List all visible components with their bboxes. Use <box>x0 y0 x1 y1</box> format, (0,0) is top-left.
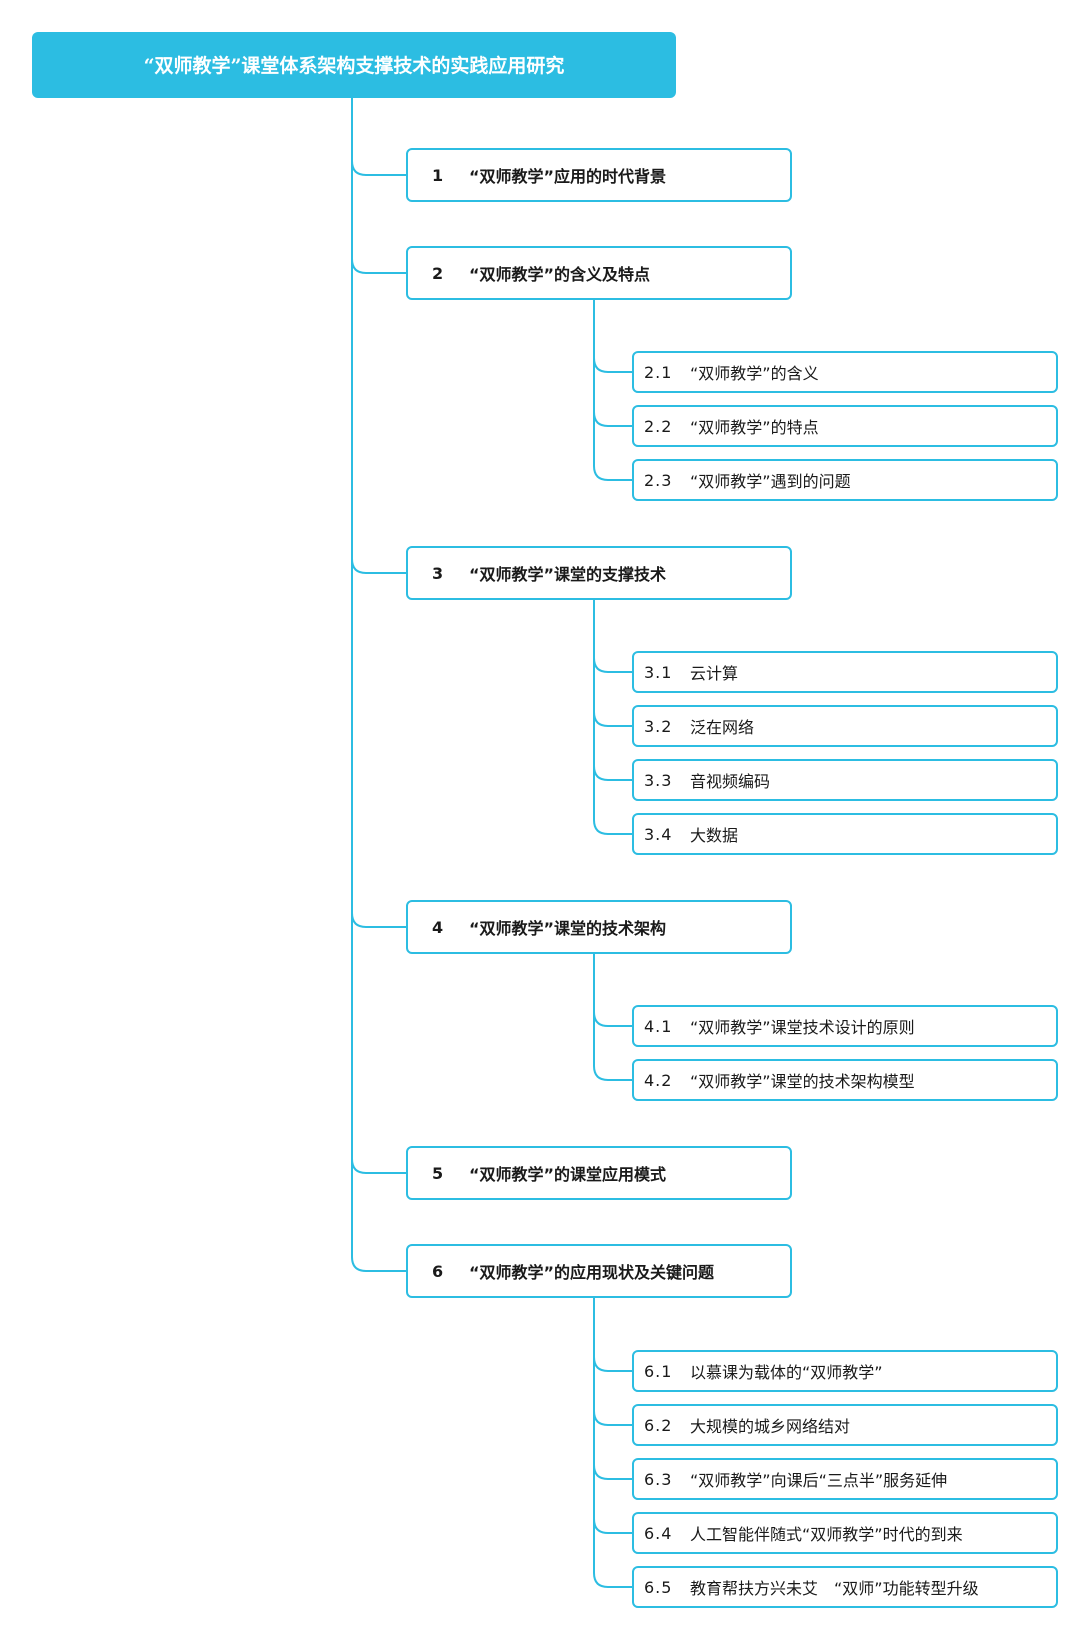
connector-subsection-6.3 <box>593 1298 632 1480</box>
topic-label: “双师教学”课堂技术设计的原则 <box>690 1018 915 1037</box>
topic-number: 6.5 <box>644 1577 673 1597</box>
topic-number: 6.1 <box>644 1361 673 1381</box>
topic-label: 以慕课为载体的“双师教学” <box>690 1363 883 1382</box>
section-3[interactable]: 3 “双师教学”课堂的支撑技术 <box>406 546 792 600</box>
subsection-6.4[interactable]: 6.4 人工智能伴随式“双师教学”时代的到来 <box>632 1512 1058 1554</box>
topic-number: 3.3 <box>644 770 673 790</box>
subsection-2.1[interactable]: 2.1 “双师教学”的含义 <box>632 351 1058 393</box>
subsection-4.1[interactable]: 4.1 “双师教学”课堂技术设计的原则 <box>632 1005 1058 1047</box>
section-6[interactable]: 6 “双师教学”的应用现状及关键问题 <box>406 1244 792 1298</box>
section-5[interactable]: 5 “双师教学”的课堂应用模式 <box>406 1146 792 1200</box>
connector-section-5 <box>351 98 406 1174</box>
subsection-3.1[interactable]: 3.1 云计算 <box>632 651 1058 693</box>
topic-number: 2.3 <box>644 470 673 490</box>
topic-label: “双师教学”应用的时代背景 <box>469 167 667 186</box>
connector-subsection-6.5 <box>593 1298 632 1588</box>
root-title: “双师教学”课堂体系架构支撑技术的实践应用研究 <box>143 54 565 77</box>
topic-label: “双师教学”的课堂应用模式 <box>469 1165 667 1184</box>
topic-number: 5 <box>432 1163 444 1183</box>
connector-subsection-2.3 <box>593 300 632 481</box>
topic-label: 人工智能伴随式“双师教学”时代的到来 <box>690 1525 963 1544</box>
topic-label: “双师教学”的特点 <box>690 418 819 437</box>
topic-number: 2 <box>432 263 444 283</box>
connector-subsection-6.2 <box>593 1298 632 1426</box>
topic-number: 2.2 <box>644 416 673 436</box>
topic-number: 4.1 <box>644 1016 673 1036</box>
topic-label: 大数据 <box>690 826 739 845</box>
topic-label: “双师教学”的含义 <box>690 364 819 383</box>
topic-number: 3.2 <box>644 716 673 736</box>
topic-label: “双师教学”课堂的技术架构模型 <box>690 1072 915 1091</box>
connector-subsection-4.1 <box>593 954 632 1027</box>
topic-label: 泛在网络 <box>690 718 755 737</box>
connector-subsection-3.1 <box>593 600 632 673</box>
subsection-4.2[interactable]: 4.2 “双师教学”课堂的技术架构模型 <box>632 1059 1058 1101</box>
topic-label: “双师教学”向课后“三点半”服务延伸 <box>690 1471 948 1490</box>
connector-subsection-6.1 <box>593 1298 632 1372</box>
root-topic[interactable]: “双师教学”课堂体系架构支撑技术的实践应用研究 <box>32 32 676 98</box>
topic-number: 6.4 <box>644 1523 673 1543</box>
connector-subsection-2.1 <box>593 300 632 373</box>
subsection-6.5[interactable]: 6.5 教育帮扶方兴未艾 “双师”功能转型升级 <box>632 1566 1058 1608</box>
connector-section-6 <box>351 98 406 1272</box>
topic-number: 4.2 <box>644 1070 673 1090</box>
topic-label: “双师教学”的含义及特点 <box>469 265 651 284</box>
section-2[interactable]: 2 “双师教学”的含义及特点 <box>406 246 792 300</box>
subsection-6.3[interactable]: 6.3 “双师教学”向课后“三点半”服务延伸 <box>632 1458 1058 1500</box>
connector-subsection-3.3 <box>593 600 632 781</box>
topic-number: 2.1 <box>644 362 673 382</box>
connector-section-1 <box>351 98 406 176</box>
topic-label: “双师教学”课堂的技术架构 <box>469 919 667 938</box>
subsection-6.2[interactable]: 6.2 大规模的城乡网络结对 <box>632 1404 1058 1446</box>
subsection-3.4[interactable]: 3.4 大数据 <box>632 813 1058 855</box>
section-4[interactable]: 4 “双师教学”课堂的技术架构 <box>406 900 792 954</box>
connector-subsection-2.2 <box>593 300 632 427</box>
topic-label: “双师教学”遇到的问题 <box>690 472 851 491</box>
connector-section-3 <box>351 98 406 574</box>
subsection-2.3[interactable]: 2.3 “双师教学”遇到的问题 <box>632 459 1058 501</box>
subsection-6.1[interactable]: 6.1 以慕课为载体的“双师教学” <box>632 1350 1058 1392</box>
subsection-3.2[interactable]: 3.2 泛在网络 <box>632 705 1058 747</box>
topic-label: 云计算 <box>690 664 739 683</box>
topic-number: 3.1 <box>644 662 673 682</box>
connector-subsection-3.4 <box>593 600 632 835</box>
connector-section-2 <box>351 98 406 274</box>
topic-label: 音视频编码 <box>690 772 771 791</box>
subsection-2.2[interactable]: 2.2 “双师教学”的特点 <box>632 405 1058 447</box>
topic-number: 3 <box>432 563 444 583</box>
connector-section-4 <box>351 98 406 928</box>
connector-subsection-6.4 <box>593 1298 632 1534</box>
topic-label: 教育帮扶方兴未艾 “双师”功能转型升级 <box>690 1579 979 1598</box>
section-1[interactable]: 1 “双师教学”应用的时代背景 <box>406 148 792 202</box>
connector-subsection-4.2 <box>593 954 632 1081</box>
topic-label: 大规模的城乡网络结对 <box>690 1417 851 1436</box>
subsection-3.3[interactable]: 3.3 音视频编码 <box>632 759 1058 801</box>
topic-number: 4 <box>432 917 444 937</box>
topic-label: “双师教学”的应用现状及关键问题 <box>469 1263 715 1282</box>
connector-subsection-3.2 <box>593 600 632 727</box>
topic-label: “双师教学”课堂的支撑技术 <box>469 565 667 584</box>
topic-number: 3.4 <box>644 824 673 844</box>
topic-number: 6.2 <box>644 1415 673 1435</box>
topic-number: 6.3 <box>644 1469 673 1489</box>
topic-number: 6 <box>432 1261 444 1281</box>
topic-number: 1 <box>432 165 444 185</box>
